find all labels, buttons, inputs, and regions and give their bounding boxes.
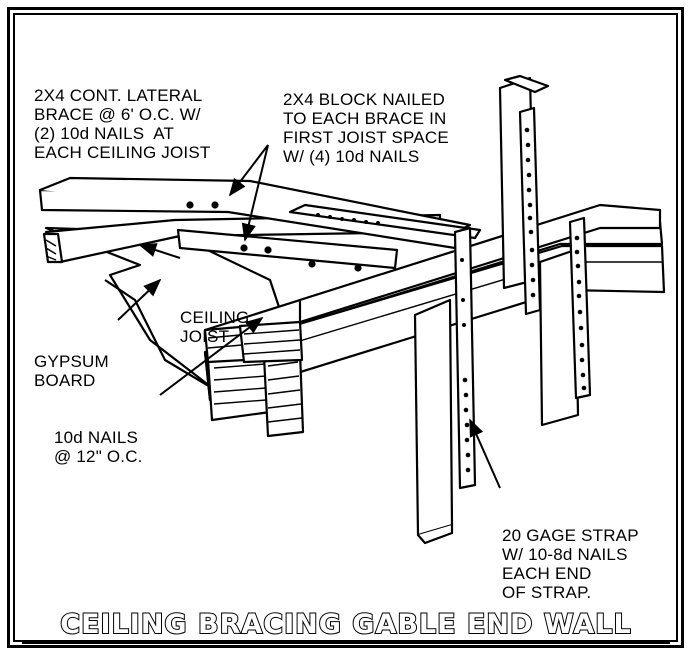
title-band: CEILING BRACING GABLE END WALL (22, 605, 670, 645)
strap-right (568, 216, 592, 400)
block-2x4 (176, 228, 399, 270)
wall-stud-right (538, 248, 580, 427)
title-underline (22, 641, 670, 644)
outer-border (7, 7, 684, 648)
drawing-title: CEILING BRACING GABLE END WALL (59, 608, 632, 641)
note-nails: 10d NAILS@ 12" O.C. (54, 428, 143, 466)
strap-back (518, 106, 542, 316)
leader-arrows (117, 144, 501, 489)
wall-stud-left (413, 298, 454, 537)
